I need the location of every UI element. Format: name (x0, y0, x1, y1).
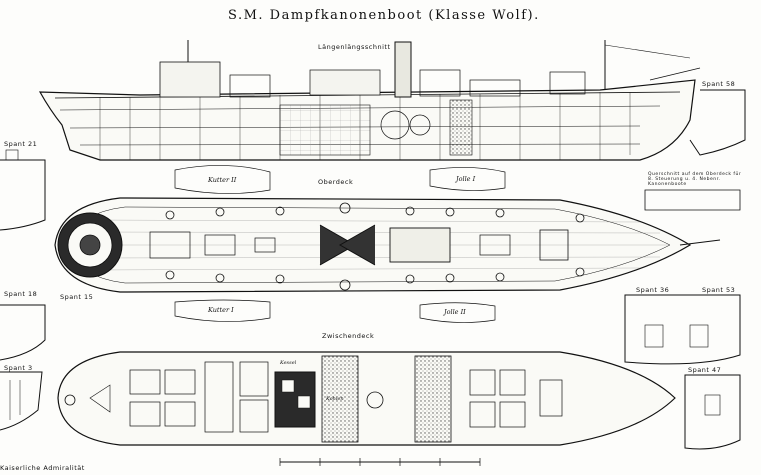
longitudinal-section (38, 40, 701, 161)
frame-label-47: Spant 47 (688, 366, 722, 374)
boat-jolle-i (429, 167, 506, 191)
coal-bunker-starboard (414, 355, 452, 443)
frame-label-15: Spant 15 (60, 293, 94, 301)
frame-label-36: Spant 36 (636, 286, 670, 294)
room-label-coal: Kohlen (326, 396, 344, 402)
section-label-upper-deck: Oberdeck (318, 178, 354, 186)
boat-jolle-ii (419, 302, 496, 323)
section-label-lower-deck: Zwischendeck (322, 332, 375, 340)
boat-label-jolle-ii: Jolle II (444, 308, 466, 316)
funnel-vents (319, 224, 376, 266)
footer-admiralty: Kaiserliche Admiralität (0, 464, 85, 472)
frame-label-18: Spant 18 (4, 290, 38, 298)
scale-bar (279, 458, 481, 466)
boat-label-kutter-i: Kutter I (208, 306, 234, 314)
frame-sections-right (624, 89, 746, 450)
boat-kutter-i (174, 299, 271, 322)
coal-bunker-port (321, 355, 359, 443)
frame-label-21: Spant 21 (4, 140, 38, 148)
engine-skylight (389, 227, 451, 263)
cross-section-caption: Querschnitt auf dem Oberdeck für 8. Steu… (648, 172, 742, 187)
drawing-title: S.M. Dampfkanonenboot (Klasse Wolf). (228, 8, 540, 23)
lower-deck-plan (57, 351, 676, 446)
room-label-boiler: Kessel (280, 360, 297, 366)
funnel (394, 41, 412, 98)
boat-label-jolle-i: Jolle I (456, 175, 476, 183)
boat-kutter-ii (174, 165, 271, 194)
frame-label-53: Spant 53 (702, 286, 736, 294)
boat-label-kutter-ii: Kutter II (208, 176, 237, 184)
frame-label-58: Spant 58 (702, 80, 736, 88)
coal-bunker-section (449, 99, 473, 156)
upper-deck-plan (54, 165, 721, 323)
bridge-house (159, 61, 221, 98)
section-label-longitudinal: Längenlängsschnitt (318, 43, 391, 51)
frame-sections-left (0, 149, 46, 431)
frame-label-3: Spant 3 (4, 364, 33, 372)
lower-deck-outline (57, 351, 676, 446)
